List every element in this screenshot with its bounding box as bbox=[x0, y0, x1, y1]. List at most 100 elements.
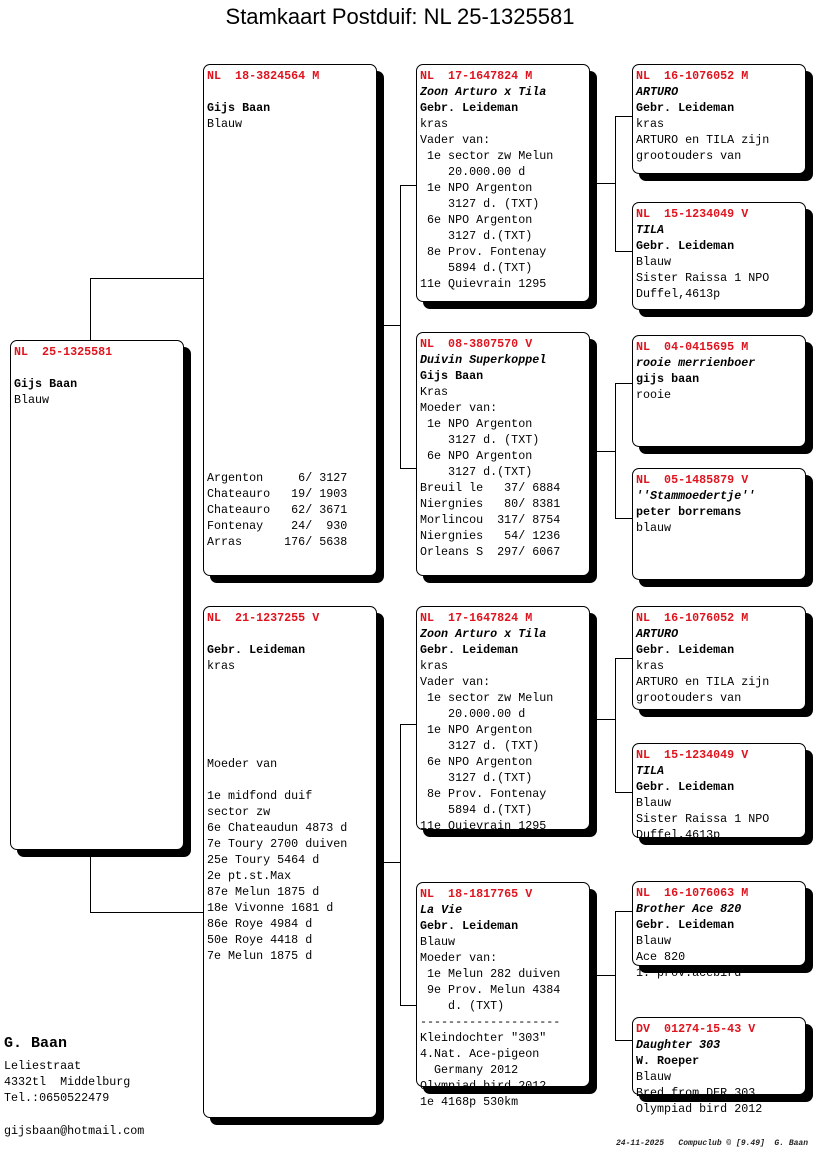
owner-name: Gebr. Leideman bbox=[207, 643, 306, 657]
ring-number: NL 16-1076063 M bbox=[636, 886, 749, 900]
color: Blauw bbox=[14, 393, 50, 407]
owner-name: W. Roeper bbox=[636, 1054, 700, 1068]
connector-line bbox=[90, 857, 91, 912]
color: kras bbox=[636, 659, 665, 673]
note-line: Morlincou 317/ 8754 bbox=[420, 513, 561, 527]
color: kras bbox=[420, 117, 449, 131]
note-line: Chateauro 62/ 3671 bbox=[207, 503, 348, 517]
note-line: 1e sector zw Melun bbox=[420, 149, 554, 163]
connector-line bbox=[400, 468, 416, 469]
connector-line bbox=[400, 724, 416, 725]
note-line: 8e Prov. Fontenay bbox=[420, 245, 547, 259]
note-line: grootouders van bbox=[636, 149, 742, 163]
owner-name: Gebr. Leideman bbox=[636, 643, 735, 657]
ring-number: NL 21-1237255 V bbox=[207, 611, 320, 625]
pigeon-name: ARTURO bbox=[636, 85, 679, 99]
connector-line bbox=[615, 383, 632, 384]
note-line: Niergnies 54/ 1236 bbox=[420, 529, 561, 543]
breeder-street: Leliestraat bbox=[4, 1059, 82, 1073]
note-line: 8e Prov. Fontenay bbox=[420, 787, 547, 801]
note-line: Fontenay 24/ 930 bbox=[207, 519, 348, 533]
note-line: 7e Toury 2700 duiven bbox=[207, 837, 348, 851]
owner-name: Gijs Baan bbox=[420, 369, 484, 383]
note-line: Vader van: bbox=[420, 675, 491, 689]
note-line: 4.Nat. Ace-pigeon bbox=[420, 1047, 540, 1061]
ring-number: NL 17-1647824 M bbox=[420, 611, 533, 625]
note-line: Duffel,4613p bbox=[636, 287, 721, 301]
note-line: Moeder van: bbox=[420, 951, 498, 965]
connector-line bbox=[90, 278, 203, 279]
note-line: 3127 d. (TXT) bbox=[420, 433, 540, 447]
breeder-email[interactable]: gijsbaan@hotmail.com bbox=[4, 1124, 145, 1138]
color: kras bbox=[207, 659, 236, 673]
connector-line bbox=[597, 719, 615, 720]
pigeon-name: TILA bbox=[636, 223, 665, 237]
note-line: Germany 2012 bbox=[420, 1063, 519, 1077]
note-line: ARTURO en TILA zijn bbox=[636, 675, 770, 689]
ring-number: NL 25-1325581 bbox=[14, 345, 113, 359]
note-line: 87e Melun 1875 d bbox=[207, 885, 320, 899]
pigeon-name: Duivin Superkoppel bbox=[420, 353, 547, 367]
ring-number: NL 18-1817765 V bbox=[420, 887, 533, 901]
note-line: 2e pt.st.Max bbox=[207, 869, 292, 883]
note-line: Vader van: bbox=[420, 133, 491, 147]
owner-name: Gebr. Leideman bbox=[636, 239, 735, 253]
breeder-phone: Tel.:0650522479 bbox=[4, 1091, 110, 1105]
owner-name: Gijs Baan bbox=[14, 377, 78, 391]
owner-name: Gebr. Leideman bbox=[420, 919, 519, 933]
page-title: Stamkaart Postduif: NL 25-1325581 bbox=[225, 4, 575, 29]
note-line: grootouders van bbox=[636, 691, 742, 705]
note-line: 6e NPO Argenton bbox=[420, 213, 533, 227]
note-line: 5894 d.(TXT) bbox=[420, 803, 533, 817]
note-line: 7e Melun 1875 d bbox=[207, 949, 313, 963]
note-line: 6e NPO Argenton bbox=[420, 449, 533, 463]
note-line: 20.000.00 d bbox=[420, 707, 526, 721]
connector-line bbox=[615, 658, 616, 792]
note-line: 6e Chateaudun 4873 d bbox=[207, 821, 348, 835]
connector-line bbox=[400, 185, 401, 468]
owner-name: Gebr. Leideman bbox=[636, 101, 735, 115]
connector-line bbox=[615, 792, 632, 793]
note-line: Chateauro 19/ 1903 bbox=[207, 487, 348, 501]
note-line: 1e NPO Argenton bbox=[420, 181, 533, 195]
connector-line bbox=[597, 183, 615, 184]
color: rooie bbox=[636, 388, 672, 402]
note-line: ARTURO en TILA zijn bbox=[636, 133, 770, 147]
ring-number: NL 05-1485879 V bbox=[636, 473, 749, 487]
ring-number: NL 15-1234049 V bbox=[636, 207, 749, 221]
pigeon-name: La Vie bbox=[420, 903, 463, 917]
note-line: Ace 820 bbox=[636, 950, 686, 964]
owner-name: Gebr. Leideman bbox=[420, 101, 519, 115]
note-line: Olympiad bird 2012 bbox=[420, 1079, 547, 1093]
connector-line bbox=[90, 278, 91, 340]
footer-credit: 24-11-2025 Compuclub © [9.49] G. Baan bbox=[616, 1139, 809, 1148]
connector-line bbox=[384, 862, 400, 863]
note-line: Bred from DER 303 bbox=[636, 1086, 756, 1100]
pigeon-name: Zoon Arturo x Tila bbox=[420, 85, 547, 99]
color: kras bbox=[420, 659, 449, 673]
pigeon-name: TILA bbox=[636, 764, 665, 778]
note-line: Kleindochter "303" bbox=[420, 1031, 547, 1045]
color: Kras bbox=[420, 385, 449, 399]
pigeon-name: ''Stammoedertje'' bbox=[636, 489, 756, 503]
pedigree-box-sdd[interactable]: NL 05-1485879 V''Stammoedertje''peter bo… bbox=[632, 468, 806, 580]
note-line: 11e Quievrain 1295 bbox=[420, 819, 547, 833]
connector-line bbox=[400, 185, 416, 186]
note-line: Moeder van: bbox=[420, 401, 498, 415]
owner-name: Gebr. Leideman bbox=[420, 643, 519, 657]
connector-line bbox=[615, 251, 632, 252]
